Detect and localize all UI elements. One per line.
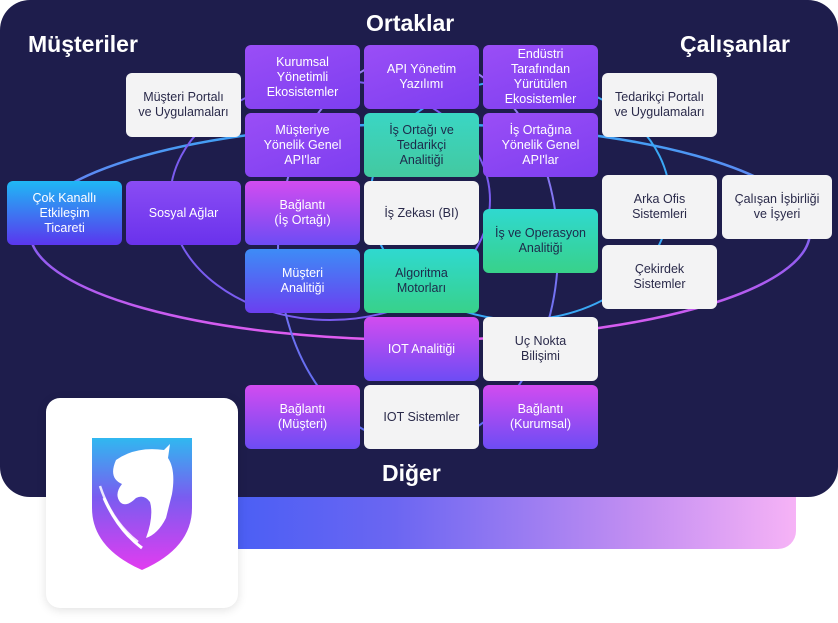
box-edge-computing: Uç Nokta Bilişimi [483,317,598,381]
box-api-management-software: API Yönetim Yazılımı [364,45,479,109]
box-connectivity-enterprise: Bağlantı (Kurumsal) [483,385,598,449]
box-customer-facing-apis: Müşteriye Yönelik Genel API'lar [245,113,360,177]
box-social-networks: Sosyal Ağlar [126,181,241,245]
employees-label: Çalışanlar [680,31,790,57]
box-back-office-systems: Arka Ofis Sistemleri [602,175,717,239]
other-label: Diğer [382,460,441,486]
box-enterprise-managed-ecosystems: Kurumsal Yönetimli Ekosistemler [245,45,360,109]
partners-label: Ortaklar [366,10,455,36]
box-core-systems: Çekirdek Sistemler [602,245,717,309]
box-business-operations-analytics: İş ve Operasyon Analitiği [483,209,598,273]
box-connectivity-partner: Bağlantı (İş Ortağı) [245,181,360,245]
box-customer-analytics: Müşteri Analitiği [245,249,360,313]
box-industry-driven-ecosystems: Endüstri Tarafından Yürütülen Ekosisteml… [483,45,598,109]
shield-horse-logo-icon [92,438,192,570]
box-iot-analytics: IOT Analitiği [364,317,479,381]
box-algorithm-engines: Algoritma Motorları [364,249,479,313]
gradient-bar [178,497,796,549]
customers-label: Müşteriler [28,31,138,57]
box-partner-supplier-analytics: İş Ortağı ve Tedarikçi Analitiği [364,113,479,177]
box-customer-portals: Müşteri Portalı ve Uygulamaları [126,73,241,137]
logo-card [46,398,238,608]
box-partner-facing-apis: İş Ortağına Yönelik Genel API'lar [483,113,598,177]
box-connectivity-customer: Bağlantı (Müşteri) [245,385,360,449]
box-iot-systems: IOT Sistemler [364,385,479,449]
box-employee-collaboration: Çalışan İşbirliği ve İşyeri [722,175,832,239]
box-business-intelligence: İş Zekası (BI) [364,181,479,245]
box-omnichannel-commerce: Çok Kanallı Etkileşim Ticareti [7,181,122,245]
box-supplier-portals: Tedarikçi Portalı ve Uygulamaları [602,73,717,137]
